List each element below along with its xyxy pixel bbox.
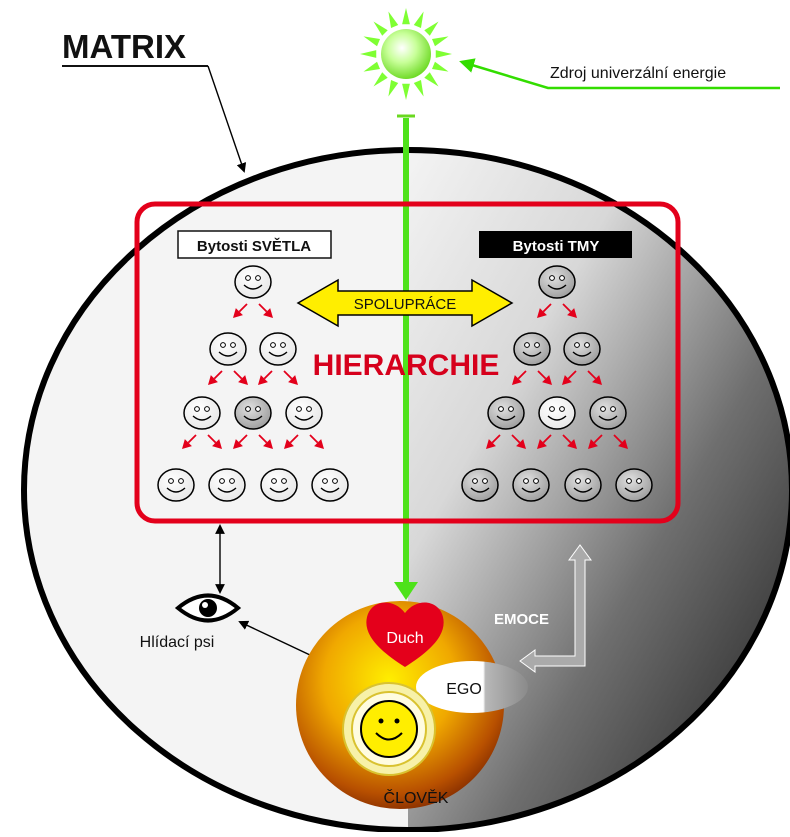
smiley-icon bbox=[563, 332, 601, 366]
hierarchy-label: HIERARCHIE bbox=[313, 349, 500, 382]
energy-label: Zdroj univerzální energie bbox=[550, 65, 726, 82]
smiley-icon bbox=[461, 468, 499, 502]
sun-ray bbox=[402, 8, 410, 25]
smiley-icon bbox=[209, 332, 247, 366]
smiley-icon bbox=[538, 265, 576, 299]
sun-ray bbox=[373, 21, 388, 36]
sun-ray bbox=[388, 11, 399, 29]
pyramids bbox=[157, 265, 653, 502]
sun-ray bbox=[402, 83, 410, 100]
smiley-icon bbox=[234, 396, 272, 430]
dark-group-box bbox=[479, 231, 632, 258]
smiley-icon bbox=[260, 468, 298, 502]
smiley-icon bbox=[311, 468, 349, 502]
arrow-icon bbox=[537, 370, 552, 385]
smiley-icon bbox=[487, 396, 525, 430]
emotions-arrow bbox=[519, 544, 592, 673]
sun-ray bbox=[373, 72, 388, 87]
arrow-icon bbox=[284, 434, 299, 449]
eye-icon bbox=[174, 593, 242, 623]
smiley-icon bbox=[234, 265, 272, 299]
arrow-icon bbox=[562, 434, 577, 449]
cooperation-arrow bbox=[296, 278, 514, 328]
inner-self bbox=[342, 682, 436, 776]
arrow-icon bbox=[309, 434, 324, 449]
arrow-icon bbox=[537, 303, 552, 318]
smiley-icon bbox=[208, 468, 246, 502]
smiley-icon bbox=[589, 396, 627, 430]
sun-ray bbox=[413, 11, 424, 29]
smiley-icon bbox=[157, 468, 195, 502]
arrow-icon bbox=[233, 434, 248, 449]
smiley-icon bbox=[259, 332, 297, 366]
sun-ray bbox=[413, 79, 424, 97]
sun-ray bbox=[424, 21, 439, 36]
arrow-icon bbox=[512, 370, 527, 385]
smiley-icon bbox=[285, 396, 323, 430]
arrow-icon bbox=[613, 434, 628, 449]
arrow-icon bbox=[511, 434, 526, 449]
watchdogs-label: Hlídací psi bbox=[140, 634, 215, 651]
energy-beam-head bbox=[394, 582, 418, 600]
arrow-icon bbox=[233, 370, 248, 385]
arrow-icon bbox=[207, 434, 222, 449]
smiley-icon bbox=[564, 468, 602, 502]
spirit-label: Duch bbox=[386, 630, 423, 647]
sun-ray bbox=[431, 61, 449, 72]
sun-ray bbox=[360, 50, 377, 58]
energy-arrow bbox=[459, 58, 780, 90]
arrow-icon bbox=[208, 370, 223, 385]
smiley-icon bbox=[183, 396, 221, 430]
light-group-label: Bytosti SVĚTLA bbox=[197, 237, 311, 255]
arrow-icon bbox=[258, 303, 273, 318]
ego-label: EGO bbox=[446, 681, 482, 698]
sun-ray bbox=[424, 72, 439, 87]
matrix-title: MATRIX bbox=[62, 28, 186, 65]
arrow-icon bbox=[588, 434, 603, 449]
emotions-label: EMOCE bbox=[494, 611, 549, 628]
sun-ray bbox=[363, 36, 381, 47]
hierarchy-frame bbox=[134, 201, 681, 524]
sun-ray bbox=[435, 50, 452, 58]
arrow-icon bbox=[258, 370, 273, 385]
ego-ellipse bbox=[416, 661, 528, 713]
arrow-icon bbox=[258, 434, 273, 449]
sun-ray bbox=[388, 79, 399, 97]
smiley-icon bbox=[538, 396, 576, 430]
smiley-icon bbox=[615, 468, 653, 502]
smiley-icon bbox=[513, 332, 551, 366]
human-label: ČLOVĚK bbox=[384, 788, 449, 807]
arrow-icon bbox=[587, 370, 602, 385]
arrow-icon bbox=[182, 434, 197, 449]
arrow-icon bbox=[486, 434, 501, 449]
smiley-icon bbox=[512, 468, 550, 502]
sun-ray bbox=[363, 61, 381, 72]
dark-group-label: Bytosti TMY bbox=[513, 238, 600, 255]
sun-ray bbox=[431, 36, 449, 47]
arrow-icon bbox=[562, 303, 577, 318]
sun-rays bbox=[360, 8, 452, 100]
title-arrow bbox=[207, 65, 247, 173]
cooperation-label: SPOLUPRÁCE bbox=[354, 296, 457, 313]
arrow-icon bbox=[562, 370, 577, 385]
arrow-icon bbox=[537, 434, 552, 449]
arrow-icon bbox=[283, 370, 298, 385]
heart-icon bbox=[366, 602, 444, 667]
arrow-icon bbox=[233, 303, 248, 318]
sun-icon bbox=[381, 29, 431, 79]
light-group-box bbox=[177, 230, 332, 259]
